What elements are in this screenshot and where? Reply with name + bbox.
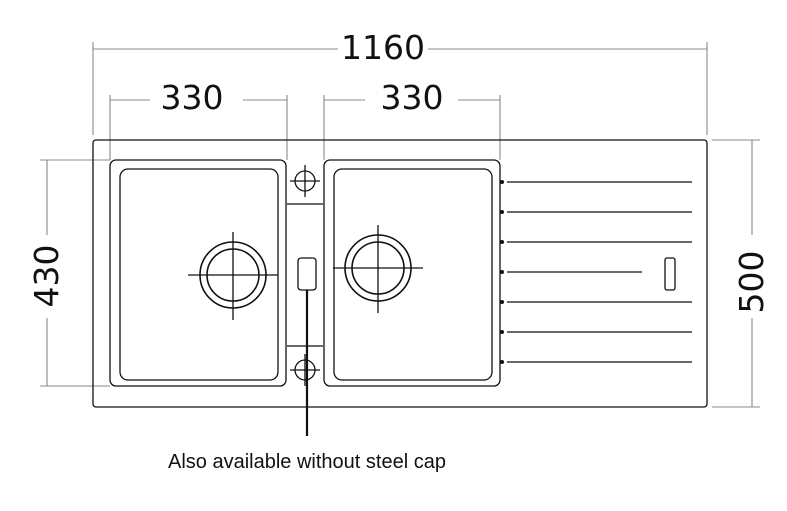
sink-outline xyxy=(92,139,708,408)
overall-depth-label: 500 xyxy=(732,251,771,314)
overflow-slot xyxy=(297,257,317,291)
right-bowl-width-dimension: 330 xyxy=(323,78,501,160)
drainer-slot xyxy=(664,257,676,291)
left-bowl-width-label: 330 xyxy=(161,78,224,117)
overall-depth-dimension: 500 xyxy=(712,139,771,408)
tap-hole-top-icon xyxy=(290,165,320,197)
right-bowl-width-label: 330 xyxy=(381,78,444,117)
tap-hole-bottom-icon xyxy=(290,354,320,386)
left-drain-icon xyxy=(188,232,278,320)
overall-width-dimension: 1160 xyxy=(92,28,708,135)
steel-cap-note: Also available without steel cap xyxy=(168,451,446,473)
right-drain-icon xyxy=(333,225,423,313)
bowl-height-dimension: 430 xyxy=(27,159,110,387)
bowl-height-label: 430 xyxy=(27,245,66,308)
left-bowl-width-dimension: 330 xyxy=(109,78,288,160)
drainer-grooves xyxy=(500,180,692,364)
middle-strip xyxy=(287,203,323,347)
right-bowl xyxy=(323,159,501,387)
overall-width-label: 1160 xyxy=(341,28,425,67)
